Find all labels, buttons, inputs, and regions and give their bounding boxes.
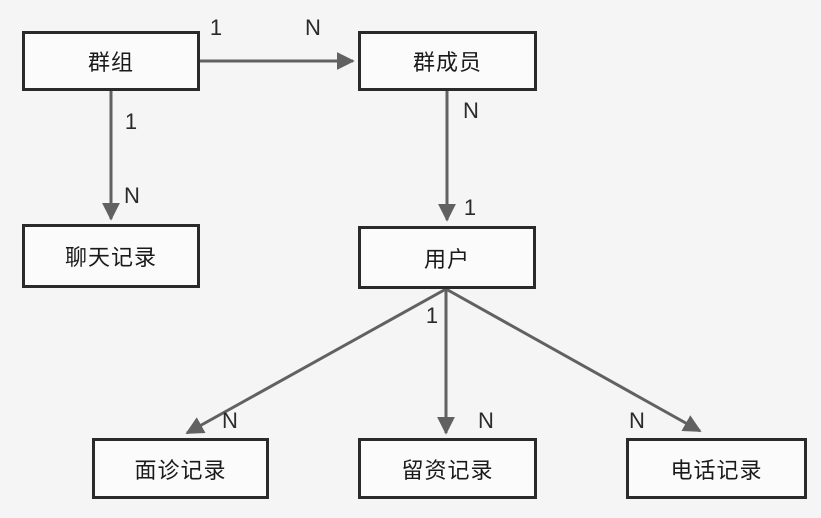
entity-chat-record: 聊天记录 [22, 224, 200, 288]
entity-lead-record: 留资记录 [358, 438, 537, 499]
arrow-user-to-consultrecord [185, 287, 447, 435]
entity-chat-record-label: 聊天记录 [64, 245, 157, 270]
entity-group: 群组 [22, 31, 200, 91]
entity-phone-record-label: 电话记录 [670, 457, 763, 483]
entity-group-member: 群成员 [358, 31, 537, 91]
cardinality-user-leadrecord-n: N [478, 408, 494, 433]
cardinality-group-groupmember-1: 1 [209, 15, 223, 40]
cardinality-user-records-1: 1 [425, 303, 439, 328]
entity-group-member-label: 群成员 [412, 50, 482, 75]
entity-consult-record-label: 面诊记录 [134, 457, 227, 483]
cardinality-user-phonerecord-n: N [629, 408, 645, 433]
arrow-user-to-phonerecord [445, 287, 702, 433]
entity-lead-record-label: 留资记录 [401, 457, 494, 483]
entity-user: 用户 [358, 226, 536, 289]
entity-group-label: 群组 [87, 50, 134, 75]
cardinality-groupmember-user-1: 1 [463, 195, 477, 220]
entity-consult-record: 面诊记录 [92, 438, 269, 499]
cardinality-groupmember-user-n: N [463, 98, 479, 123]
entity-phone-record: 电话记录 [626, 438, 807, 499]
cardinality-group-chatrecord-n: N [124, 183, 140, 208]
cardinality-group-groupmember-n: N [305, 15, 321, 40]
cardinality-user-consultrecord-n: N [222, 408, 238, 433]
entity-user-label: 用户 [423, 246, 470, 272]
cardinality-group-chatrecord-1: 1 [124, 109, 138, 134]
